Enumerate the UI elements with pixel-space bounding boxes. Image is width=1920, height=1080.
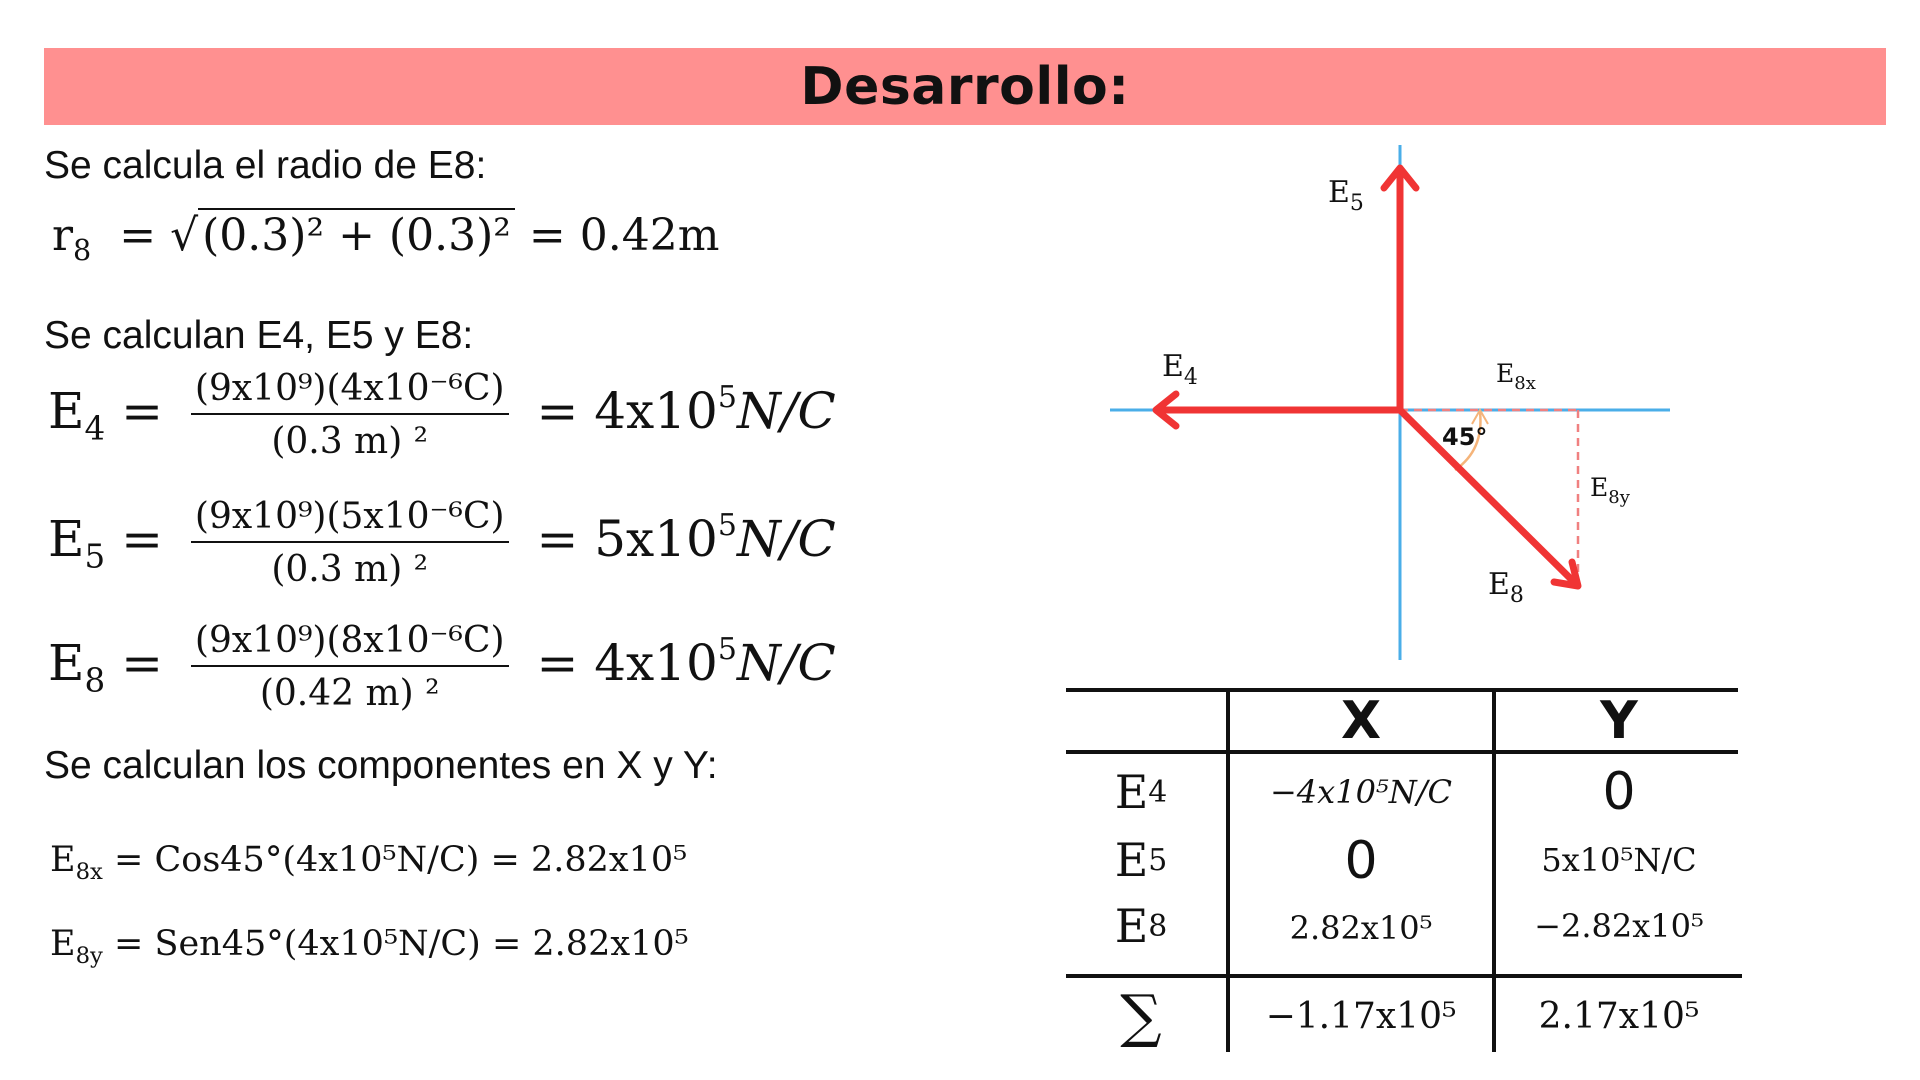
- column-header-x: X: [1340, 691, 1382, 751]
- field-fraction: (9x10⁹)(4x10⁻⁶C) (0.3 m) ²: [190, 368, 509, 462]
- sum-y: 2.17x10⁵: [1538, 995, 1700, 1037]
- component-rhs: = Cos45°(4x10⁵N/C) = 2.82x10⁵: [114, 840, 688, 880]
- fraction-numerator: (9x10⁹)(8x10⁻⁶C): [190, 620, 509, 667]
- field-sub: 8: [84, 661, 106, 700]
- field-symbol: E: [48, 382, 85, 440]
- sum-x: −1.17x10⁵: [1265, 995, 1457, 1037]
- field-unit: N/C: [736, 634, 836, 692]
- cell-e4-x: −4x10⁵N/C: [1269, 773, 1453, 811]
- e5-arrowhead: [1380, 164, 1420, 192]
- fraction-numerator: (9x10⁹)(4x10⁻⁶C): [190, 368, 509, 415]
- radius-sqrt: (0.3)² + (0.3)²: [198, 208, 515, 261]
- title-banner: Desarrollo:: [44, 48, 1886, 125]
- e8-vector: [1397, 407, 1579, 587]
- e8-arrowhead: [1550, 558, 1582, 590]
- label-e8: E8: [1488, 567, 1524, 608]
- table-col-divider-1: [1226, 688, 1230, 1052]
- equals-sign: =: [121, 510, 163, 568]
- field-result-exp: 5: [717, 508, 737, 543]
- field-sub: 4: [84, 409, 106, 448]
- field-result: = 4x10: [536, 382, 718, 440]
- radius-lhs: r: [52, 210, 74, 261]
- table-header-rule: [1066, 750, 1738, 754]
- fraction-denominator: (0.42 m) ²: [259, 673, 440, 714]
- field-result-exp: 5: [717, 380, 737, 415]
- table-col-divider-2: [1492, 688, 1496, 1052]
- table-top-rule: [1066, 688, 1738, 692]
- field-result-exp: 5: [717, 632, 737, 667]
- fields-heading: Se calculan E4, E5 y E8:: [44, 314, 474, 357]
- label-e4: E4: [1162, 349, 1198, 390]
- component-lhs: E: [50, 924, 76, 964]
- e4-arrowhead: [1152, 390, 1180, 430]
- field-symbol: E: [48, 634, 85, 692]
- equals-sign: =: [121, 634, 163, 692]
- field-equation-e8: E8 = (9x10⁹)(8x10⁻⁶C) (0.42 m) ² = 4x105…: [48, 620, 836, 714]
- component-lhs-sub: 8y: [75, 942, 103, 969]
- component-lhs: E: [50, 840, 76, 880]
- component-rhs: = Sen45°(4x10⁵N/C) = 2.82x10⁵: [114, 924, 689, 964]
- field-equation-e4: E4 = (9x10⁹)(4x10⁻⁶C) (0.3 m) ² = 4x105N…: [48, 368, 836, 462]
- cell-e4-y: 0: [1602, 762, 1636, 822]
- label-e5: E5: [1328, 175, 1364, 216]
- field-sub: 5: [84, 537, 106, 576]
- page-title: Desarrollo:: [800, 56, 1130, 117]
- cell-e5-y: 5x10⁵N/C: [1541, 841, 1697, 879]
- angle-arc-arrowhead: [1471, 407, 1489, 425]
- vector-diagram: E5 E4 E8 E8x E8y 45°: [1110, 145, 1670, 660]
- cell-e5-x: 0: [1344, 831, 1378, 891]
- component-e8x: E8x = Cos45°(4x10⁵N/C) = 2.82x10⁵: [50, 840, 687, 885]
- radius-result: = 0.42m: [528, 210, 720, 261]
- column-header-y: Y: [1600, 691, 1638, 751]
- sum-symbol: ∑: [1120, 982, 1162, 1050]
- cell-e8-y: −2.82x10⁵: [1534, 907, 1704, 945]
- fraction-denominator: (0.3 m) ²: [271, 549, 429, 590]
- angle-label: 45°: [1442, 423, 1487, 451]
- field-symbol: E: [48, 510, 85, 568]
- field-result: = 5x10: [536, 510, 718, 568]
- field-unit: N/C: [736, 510, 836, 568]
- field-fraction: (9x10⁹)(5x10⁻⁶C) (0.3 m) ²: [190, 496, 509, 590]
- radius-equation: r8 = √(0.3)² + (0.3)² = 0.42m: [52, 208, 719, 267]
- field-equation-e5: E5 = (9x10⁹)(5x10⁻⁶C) (0.3 m) ² = 5x105N…: [48, 496, 836, 590]
- label-e8x: E8x: [1496, 359, 1536, 394]
- fraction-denominator: (0.3 m) ²: [271, 421, 429, 462]
- radius-lhs-sub: 8: [73, 233, 92, 267]
- fraction-numerator: (9x10⁹)(5x10⁻⁶C): [190, 496, 509, 543]
- component-e8y: E8y = Sen45°(4x10⁵N/C) = 2.82x10⁵: [50, 924, 689, 969]
- component-lhs-sub: 8x: [75, 858, 103, 885]
- label-e8y: E8y: [1590, 473, 1631, 508]
- equals-sign: =: [121, 382, 163, 440]
- radius-heading: Se calcula el radio de E8:: [44, 144, 487, 187]
- table-sum-rule: [1066, 974, 1742, 978]
- field-fraction: (9x10⁹)(8x10⁻⁶C) (0.42 m) ²: [190, 620, 509, 714]
- field-result: = 4x10: [536, 634, 718, 692]
- cell-e8-x: 2.82x10⁵: [1289, 909, 1433, 947]
- equals-sign: = √: [105, 210, 199, 261]
- field-unit: N/C: [736, 382, 836, 440]
- components-heading: Se calculan los componentes en X y Y:: [44, 744, 718, 787]
